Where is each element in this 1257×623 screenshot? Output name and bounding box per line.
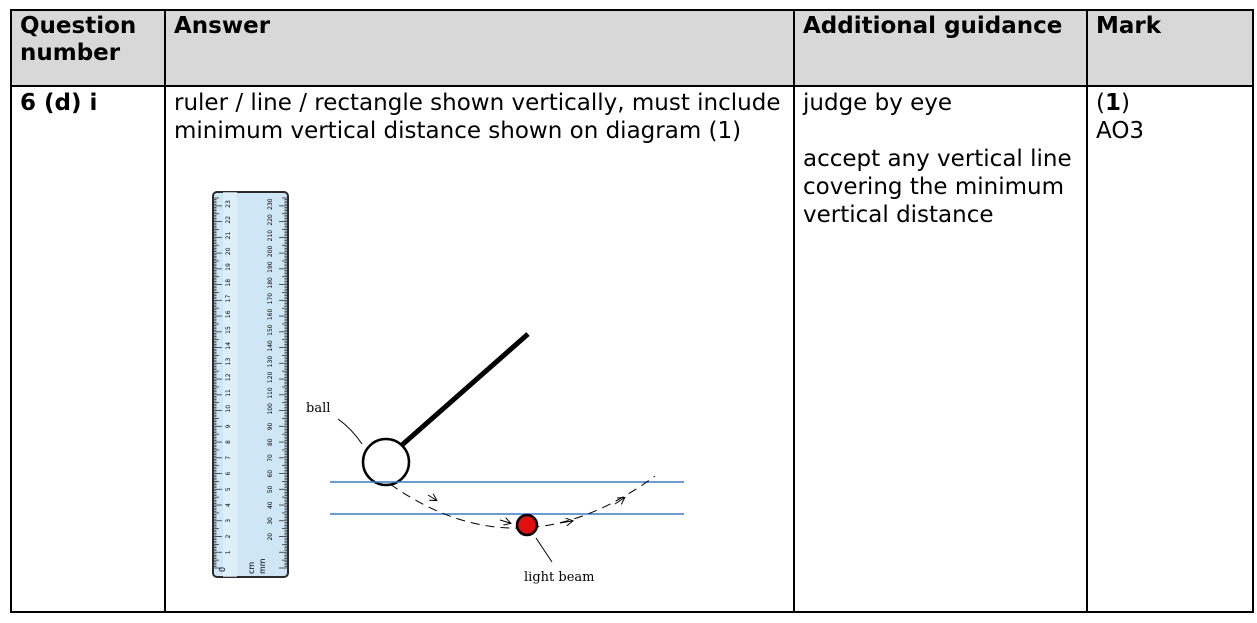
ball-label: ball: [306, 401, 330, 416]
ruler-mm-label: 90: [267, 422, 274, 430]
ruler-mm-unit: mm: [258, 558, 267, 574]
ruler-cm-label: 14: [225, 342, 232, 350]
ruler-mm-label: 180: [267, 277, 274, 289]
ruler-cm-label: 5: [225, 487, 232, 491]
ruler-mm-label: 140: [267, 340, 274, 352]
header-mark: Mark: [1086, 9, 1254, 87]
ruler-cm-label: 1: [225, 550, 232, 554]
answer-text: ruler / line / rectangle shown verticall…: [174, 90, 781, 144]
ruler-cm-label: 8: [225, 440, 232, 444]
ruler-ticks: [213, 197, 288, 569]
ruler-zero-label: 0: [218, 567, 227, 572]
guidance-accept: accept any vertical line covering the mi…: [803, 146, 1072, 228]
mark-close: ): [1121, 90, 1130, 116]
ruler-mm-label: 60: [267, 470, 274, 478]
pendulum-string: [400, 332, 530, 447]
ruler-mm-label: 70: [267, 454, 274, 462]
mark-value: 1: [1104, 90, 1121, 116]
ruler-cm-label: 10: [225, 405, 232, 413]
ruler-cm-label: 16: [225, 310, 232, 318]
ruler-mm-label: 230: [267, 198, 274, 210]
ruler-cm-label: 23: [225, 200, 232, 208]
ruler-mm-label: 100: [267, 403, 274, 415]
ruler-cm-label: 21: [225, 232, 232, 240]
ruler-mm-labels: 20 30 40 50 60 70 80 90 100 110 120 130 140 150 160 170…: [267, 198, 274, 540]
swing-arrow-3: [559, 521, 572, 523]
ruler-mm-label: 50: [267, 485, 274, 493]
ball-label-pointer: [337, 418, 363, 445]
ruler-cm-unit: cm: [247, 562, 256, 574]
ruler-mm-label: 130: [267, 356, 274, 368]
ball-icon: [361, 437, 411, 487]
ruler-cm-label: 12: [225, 373, 232, 381]
ruler-mm-label: 210: [267, 230, 274, 242]
header-additional-guidance: Additional guidance: [793, 9, 1088, 87]
ruler-mm-label: 30: [267, 517, 274, 525]
header-question-number: Question number: [10, 9, 166, 87]
mark-cell: (1) AO3: [1086, 85, 1254, 613]
ruler-cm-label: 15: [225, 326, 232, 334]
ruler-cm-label: 18: [225, 279, 232, 287]
ruler-cm-label: 20: [225, 247, 232, 255]
light-beam-pointer: [535, 537, 553, 563]
ruler-mm-label: 80: [267, 438, 274, 446]
ruler-mm-label: 200: [267, 245, 274, 257]
ruler-cm-label: 13: [225, 358, 232, 366]
swing-arrow-4: [614, 498, 624, 504]
ruler-cm-label: 2: [225, 535, 232, 539]
guidance-judge: judge by eye: [803, 90, 953, 116]
question-number-cell: 6 (d) i: [10, 85, 166, 613]
ruler-mm-label: 110: [267, 387, 274, 399]
ruler-cm-label: 19: [225, 263, 232, 271]
light-beam-label: light beam: [524, 570, 594, 585]
swing-arrow-1: [427, 495, 436, 500]
ruler-cm-label: 7: [225, 456, 232, 460]
ruler-mm-label: 120: [267, 371, 274, 383]
ruler-cm-label: 22: [225, 216, 232, 224]
light-beam-icon: [515, 513, 539, 537]
header-answer: Answer: [164, 9, 795, 87]
swing-arrow-2: [499, 520, 510, 523]
ruler-mm-label: 170: [267, 293, 274, 305]
guidance-cell: judge by eye accept any vertical line co…: [793, 85, 1088, 613]
ruler-cm-label: 17: [225, 295, 232, 303]
ruler-cm-label: 4: [225, 503, 232, 507]
header-row: Question number Answer Additional guidan…: [10, 9, 1254, 87]
mark-open: (: [1096, 90, 1105, 116]
ruler-mm-label: 160: [267, 308, 274, 320]
ruler-cm-label: 3: [225, 519, 232, 523]
ruler-mm-label: 220: [267, 214, 274, 226]
ruler-mm-label: 40: [267, 501, 274, 509]
ruler-mm-label: 190: [267, 261, 274, 273]
ruler-cm-label: 6: [225, 472, 232, 476]
ruler-cm-label: 9: [225, 424, 232, 428]
ruler-cm-label: 11: [225, 389, 232, 397]
ruler-mm-label: 150: [267, 324, 274, 336]
mark-ao: AO3: [1096, 118, 1145, 144]
ruler-mm-label: 20: [267, 533, 274, 541]
